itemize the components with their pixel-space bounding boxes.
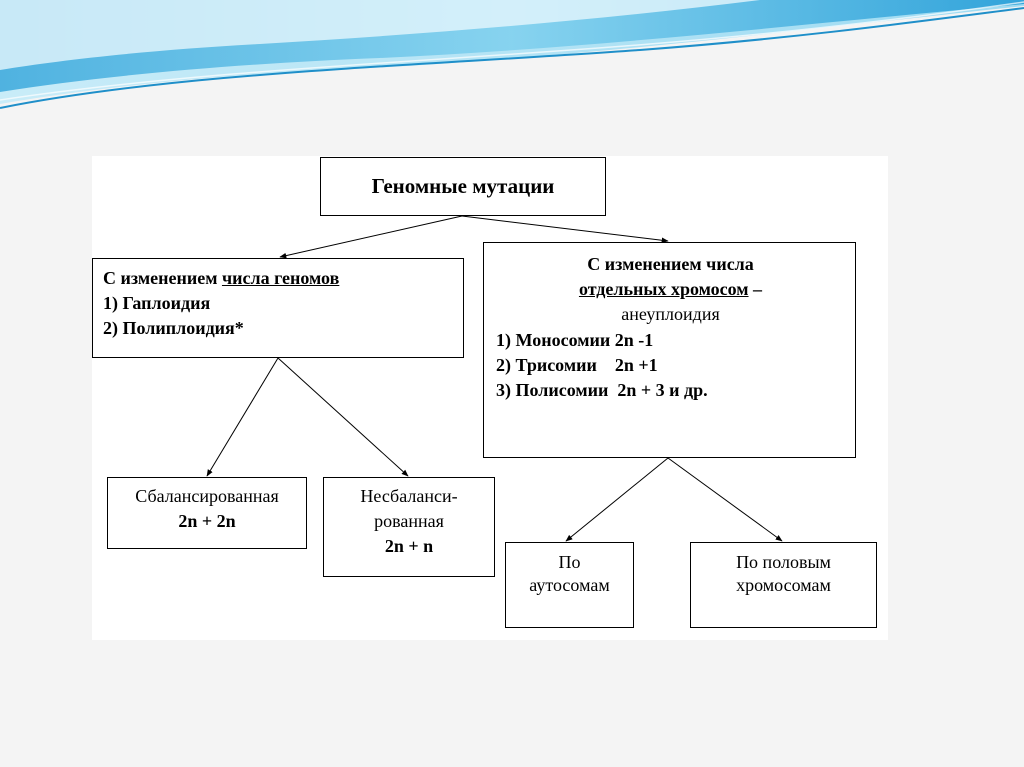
right-item-polysomy: 3) Полисомии 2n + 3 и др.: [496, 379, 708, 400]
unbalanced-label-line2: рованная: [374, 511, 444, 532]
unbalanced-formula: 2n + n: [384, 536, 434, 557]
box-unbalanced: Несбаланси- рованная 2n + n: [323, 477, 495, 577]
right-item-monosomy: 1) Моносомии 2n -1: [496, 329, 654, 350]
box-autosomes: По аутосомам: [505, 542, 634, 628]
sex-chromosomes-line1: По половым: [736, 552, 831, 572]
header-wave-decoration: [0, 0, 1024, 109]
balanced-label: Сбалансированная: [135, 486, 279, 506]
box-genome-number-change: С изменением числа геномов 1) Гаплоидия …: [92, 258, 464, 358]
sex-chromosomes-line2: хромосомам: [736, 575, 831, 596]
left-title: С изменением числа геномов: [103, 266, 453, 291]
box-balanced: Сбалансированная 2n + 2n: [107, 477, 307, 549]
left-title-prefix: С изменением: [103, 268, 222, 288]
balanced-formula: 2n + 2n: [178, 511, 236, 532]
right-title-suffix: –: [748, 279, 763, 300]
right-title-line2: отдельных хромосом –: [496, 277, 845, 302]
right-title-line3: анеуплоидия: [621, 304, 720, 325]
right-item-trisomy: 2) Трисомии 2n +1: [496, 354, 658, 375]
root-title: Геномные мутации: [371, 173, 555, 198]
root-box-genomic-mutations: Геномные мутации: [320, 157, 606, 216]
box-sex-chromosomes: По половым хромосомам: [690, 542, 877, 628]
autosomes-line2: аутосомам: [529, 575, 610, 596]
right-title-underlined: отдельных хромосом: [578, 279, 749, 300]
left-item-polyploidy: 2) Полиплоидия*: [103, 318, 244, 339]
left-item-haploidy: 1) Гаплоидия: [103, 293, 211, 314]
unbalanced-label-line1: Несбаланси-: [360, 486, 458, 506]
autosomes-line1: По: [558, 552, 581, 572]
right-title-line1: С изменением числа: [587, 254, 754, 274]
left-title-underlined: числа геномов: [221, 268, 340, 288]
box-chromosome-number-change: С изменением числа отдельных хромосом – …: [483, 242, 856, 458]
